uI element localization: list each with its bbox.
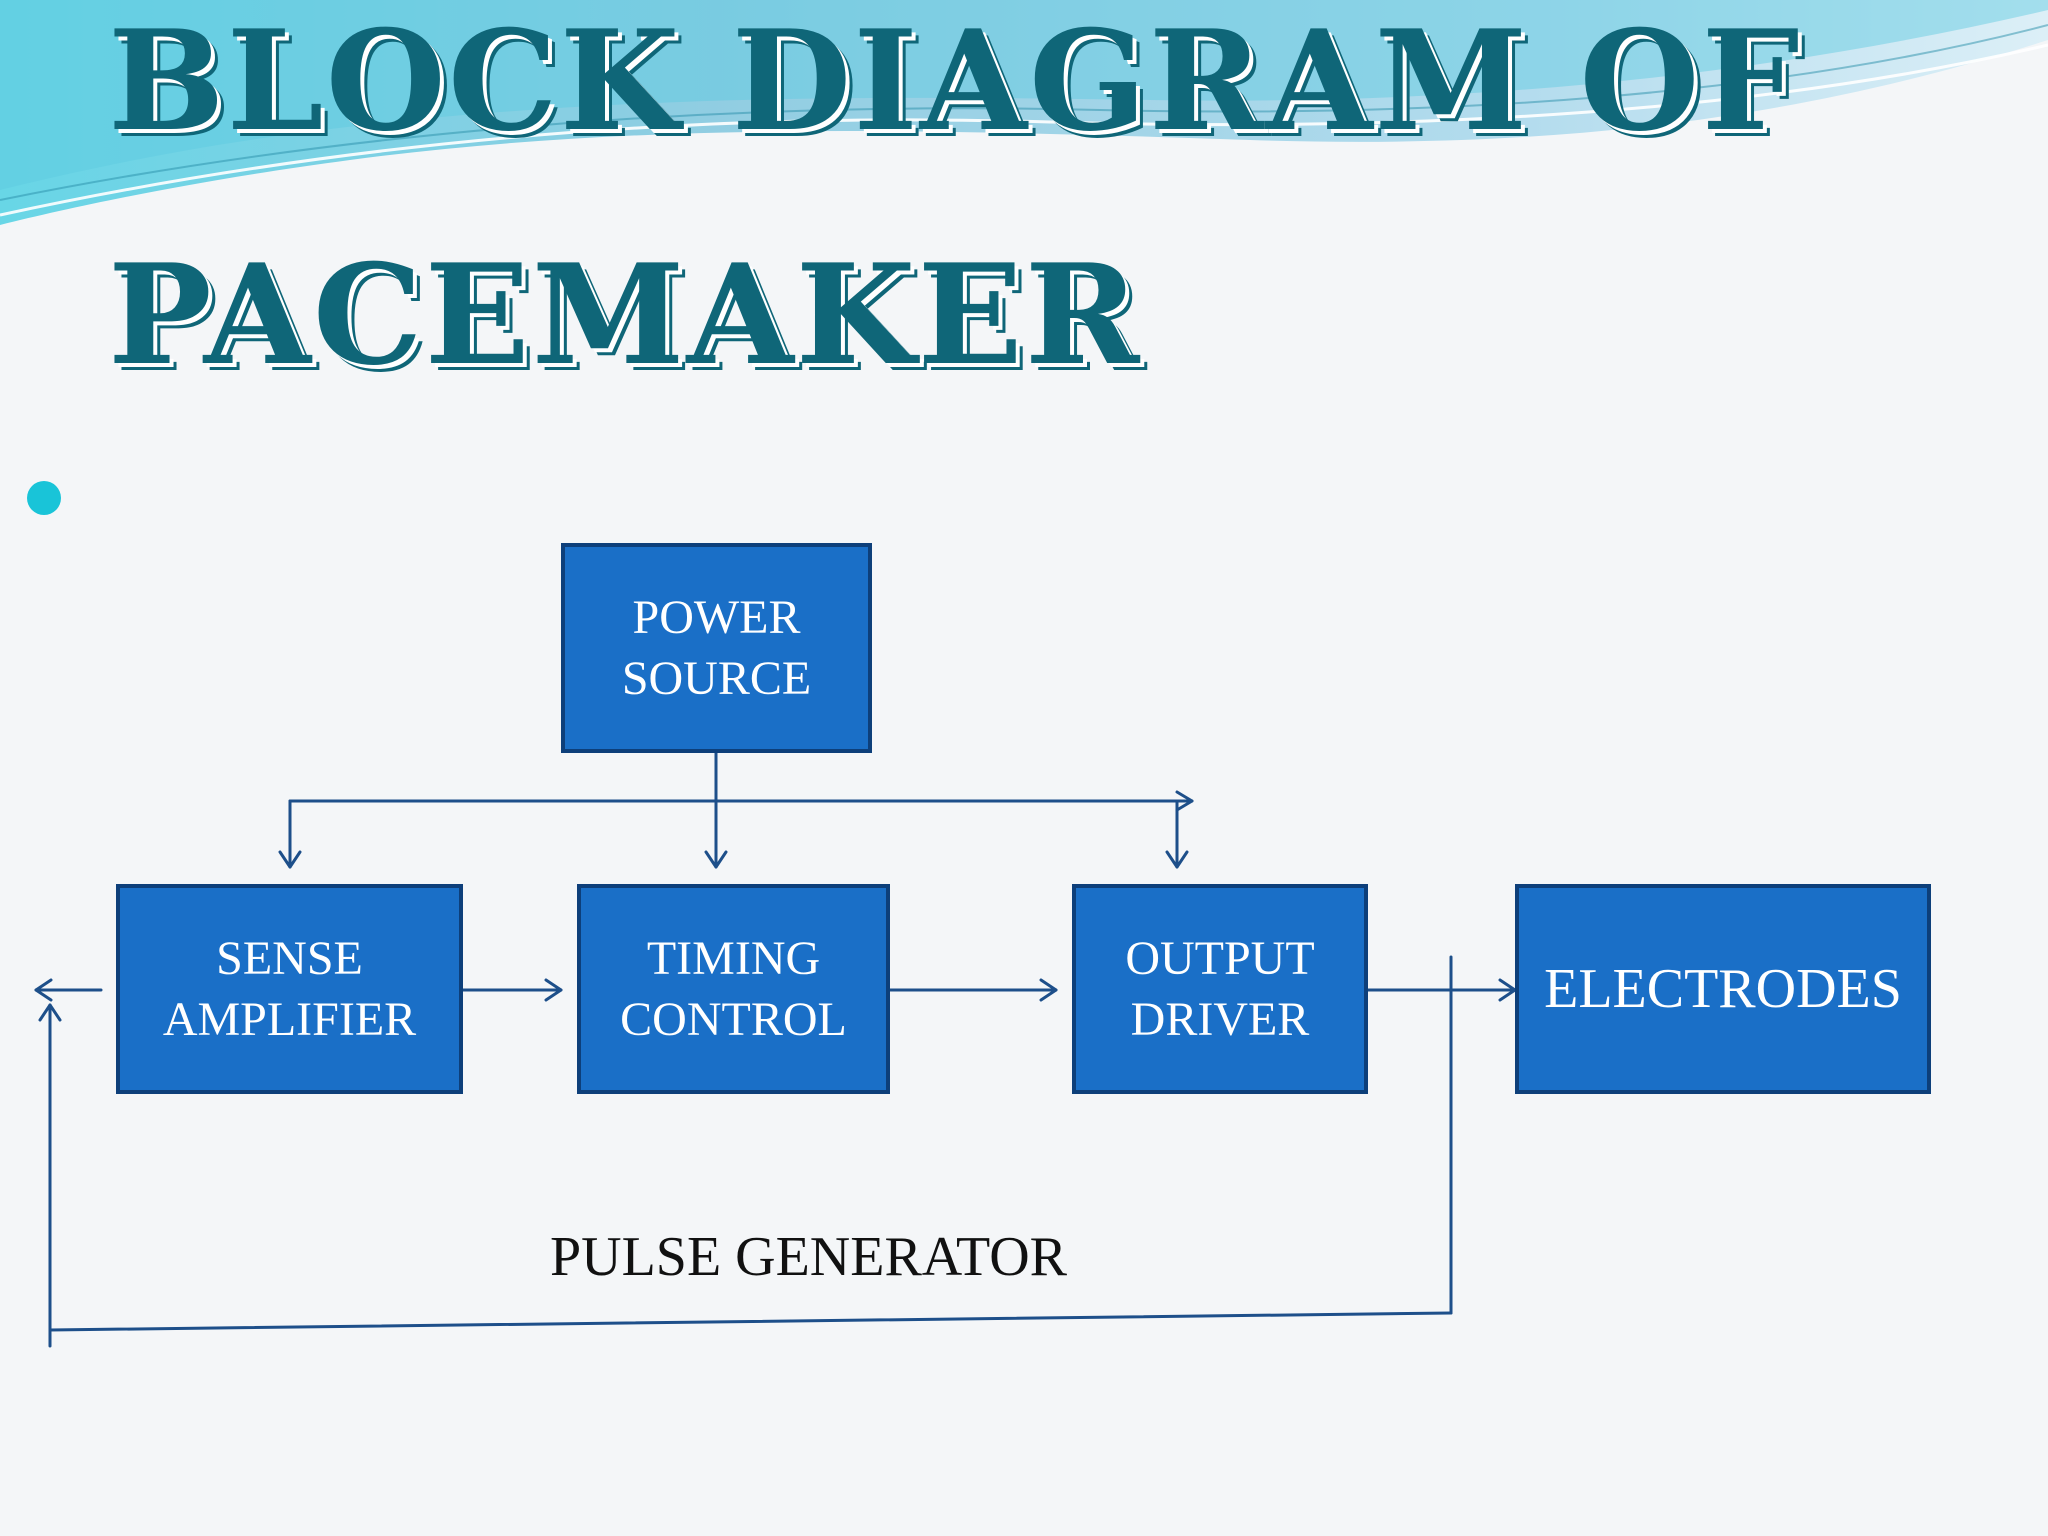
header-wave-decoration — [0, 0, 2048, 225]
output-driver-block: OUTPUT DRIVER — [1072, 884, 1368, 1094]
timing-to-output-arrowhead — [1039, 978, 1058, 1002]
timing-control-label-line-1: TIMING — [646, 932, 821, 985]
sense-amplifier-block: SENSE AMPLIFIER — [116, 884, 463, 1094]
electrodes-label: ELECTRODES — [1544, 957, 1902, 1020]
slide-title-line-1: BLOCK DIAGRAM OF — [108, 0, 1802, 162]
feedback-up-arrowhead — [38, 1003, 62, 1022]
slide-title-line-2: PACEMAKER — [108, 233, 1142, 396]
output-driver-label-line-2: DRIVER — [1130, 993, 1310, 1046]
sense-amplifier-label-line-2: AMPLIFIER — [162, 993, 417, 1046]
electrodes-block: ELECTRODES — [1515, 884, 1931, 1094]
power-bus-arrowhead — [1175, 790, 1194, 812]
power-source-block: POWER SOURCE — [561, 543, 872, 753]
pulse-generator-label: PULSE GENERATOR — [550, 1226, 1068, 1288]
timing-control-label-line-2: CONTROL — [620, 993, 847, 1046]
power-to-sense-arrowhead — [278, 850, 302, 869]
sense-amplifier-label-line-1: SENSE — [216, 932, 363, 985]
power-source-label-line-1: POWER — [632, 591, 801, 644]
output-driver-label-line-1: OUTPUT — [1125, 932, 1315, 985]
power-to-timing-arrowhead — [704, 850, 728, 869]
timing-control-block: TIMING CONTROL — [577, 884, 890, 1094]
bullet-dot — [27, 481, 61, 515]
power-to-output-arrowhead — [1165, 850, 1189, 869]
sense-input-arrowhead — [34, 978, 53, 1002]
sense-to-timing-arrowhead — [544, 978, 563, 1002]
power-source-label-line-2: SOURCE — [621, 652, 812, 705]
feedback-bottom-line — [48, 1311, 1453, 1332]
